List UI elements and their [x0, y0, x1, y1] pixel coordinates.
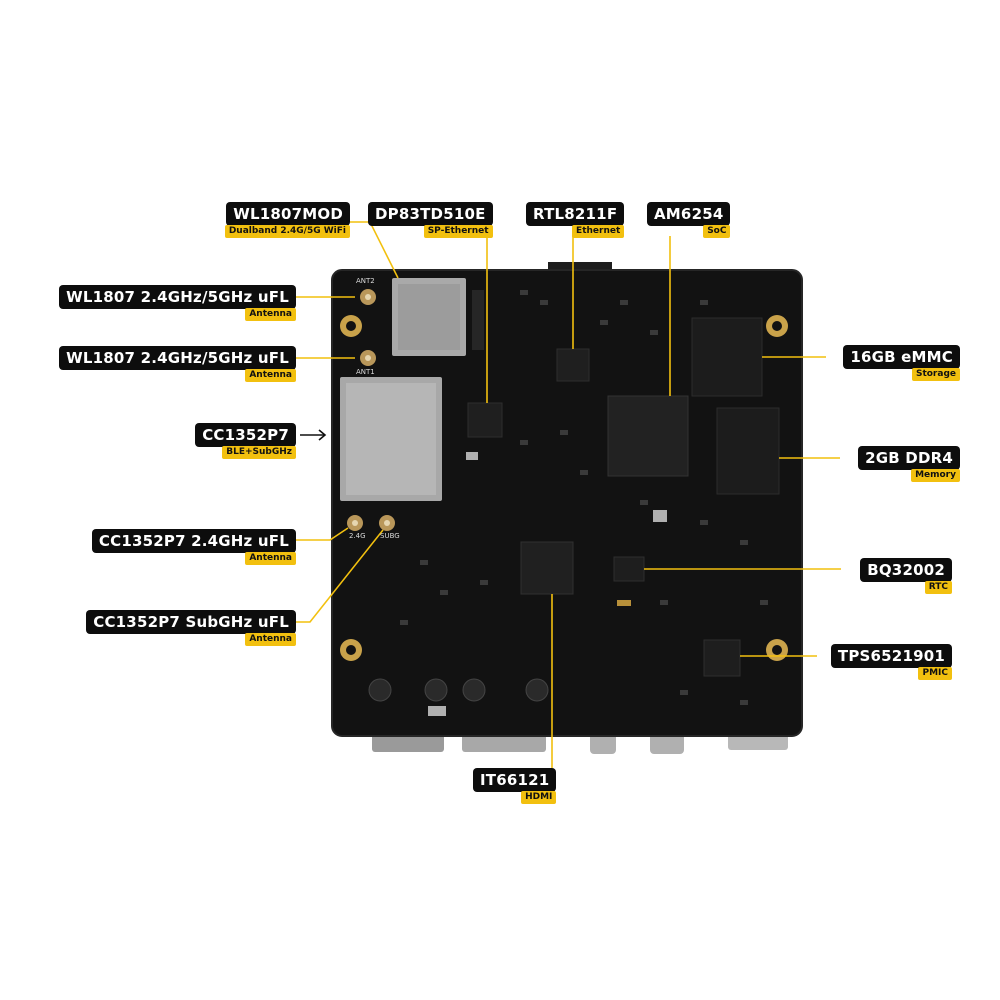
am6254-chip — [607, 395, 689, 477]
callout-subtitle: Dualband 2.4G/5G WiFi — [224, 225, 350, 238]
cc1352p7-arrow — [300, 429, 327, 441]
callout-subtitle: PMIC — [918, 667, 952, 680]
callout-title: CC1352P7 SubGHz uFL — [86, 610, 296, 634]
callout-cc1352p7: CC1352P7 BLE+SubGHz — [195, 423, 296, 459]
callout-subtitle: SP-Ethernet — [423, 225, 493, 238]
callout-rtl8211f: RTL8211F Ethernet — [526, 202, 625, 238]
silk-ant1: ANT1 — [356, 368, 375, 376]
callout-cc1352p7-24-ufl: CC1352P7 2.4GHz uFL Antenna — [91, 529, 296, 565]
callout-title: 2GB DDR4 — [858, 446, 960, 470]
callout-title: TPS6521901 — [830, 644, 952, 668]
rtl8211f-chip — [556, 348, 590, 382]
callout-emmc: 16GB eMMC Storage — [843, 345, 960, 381]
silk-2-4g: 2.4G — [349, 532, 366, 540]
pcb-board — [332, 270, 802, 736]
tps6521901-chip — [703, 639, 741, 677]
emmc-chip — [691, 317, 763, 397]
callout-subtitle: Antenna — [245, 369, 296, 382]
it66121-chip — [520, 541, 574, 595]
callout-wl1807mod: WL1807MOD Dualband 2.4G/5G WiFi — [224, 202, 350, 238]
callout-title: IT66121 — [473, 768, 557, 792]
callout-dp83td510e: DP83TD510E SP-Ethernet — [368, 202, 493, 238]
callout-title: BQ32002 — [860, 558, 952, 582]
callout-subtitle: Ethernet — [572, 225, 625, 238]
callout-subtitle: Antenna — [245, 552, 296, 565]
callout-title: 16GB eMMC — [843, 345, 960, 369]
callout-subtitle: BLE+SubGHz — [222, 446, 296, 459]
callout-title: AM6254 — [647, 202, 731, 226]
callout-subtitle: Antenna — [245, 633, 296, 646]
callout-title: WL1807 2.4GHz/5GHz uFL — [59, 346, 296, 370]
callout-subtitle: Storage — [911, 368, 960, 381]
callout-tps6521901: TPS6521901 PMIC — [830, 644, 952, 680]
silk-subg: SUBG — [380, 532, 400, 540]
bq32002-chip — [613, 556, 645, 582]
passive-components — [400, 290, 768, 716]
callout-subtitle: Memory — [911, 469, 960, 482]
callout-subtitle: SoC — [703, 225, 731, 238]
leader-cc-24 — [296, 527, 349, 541]
callout-wl1807-ufl-1: WL1807 2.4GHz/5GHz uFL Antenna — [59, 285, 296, 321]
callout-subtitle: Antenna — [245, 308, 296, 321]
leader-cc-subg — [296, 529, 384, 623]
callout-title: CC1352P7 2.4GHz uFL — [91, 529, 296, 553]
callout-am6254: AM6254 SoC — [647, 202, 731, 238]
callout-subtitle: HDMI — [521, 791, 557, 804]
callout-wl1807-ufl-2: WL1807 2.4GHz/5GHz uFL Antenna — [59, 346, 296, 382]
callout-it66121: IT66121 HDMI — [473, 768, 557, 804]
ddr4-chip — [716, 407, 780, 495]
callout-title: WL1807MOD — [226, 202, 350, 226]
callout-title: WL1807 2.4GHz/5GHz uFL — [59, 285, 296, 309]
callout-ddr4: 2GB DDR4 Memory — [858, 446, 960, 482]
callout-title: RTL8211F — [526, 202, 625, 226]
callout-subtitle: RTC — [924, 581, 952, 594]
silk-ant2: ANT2 — [356, 277, 375, 285]
callout-cc1352p7-subg-ufl: CC1352P7 SubGHz uFL Antenna — [86, 610, 296, 646]
callout-bq32002: BQ32002 RTC — [860, 558, 952, 594]
callout-title: DP83TD510E — [368, 202, 493, 226]
ufl-connectors — [347, 289, 395, 531]
jacks — [368, 678, 549, 702]
dp83td510e-chip — [467, 402, 503, 438]
callout-title: CC1352P7 — [195, 423, 296, 447]
